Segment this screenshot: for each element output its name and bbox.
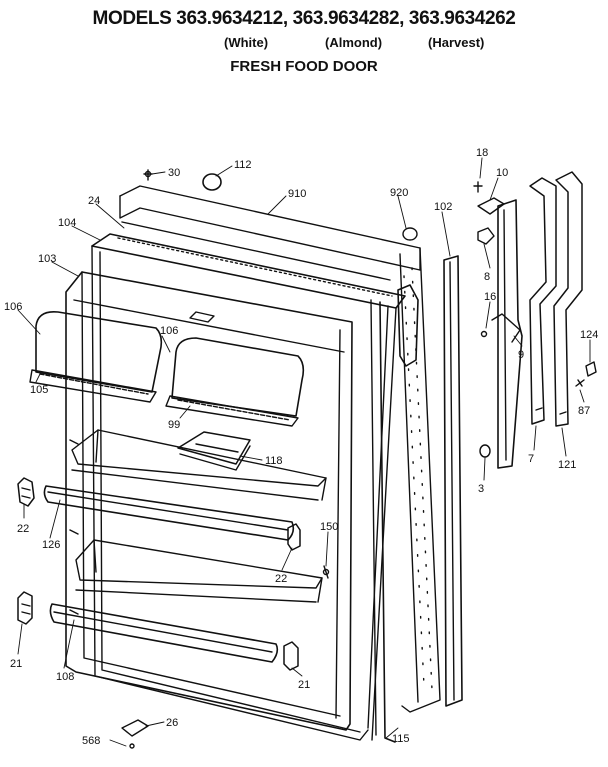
part-callouts: 30 112 910 920 24 104 103 106 106 105 99… — [4, 147, 598, 747]
callout-920: 920 — [390, 187, 408, 199]
callout-8: 8 — [484, 271, 490, 283]
callout-124: 124 — [580, 329, 598, 341]
callout-568: 568 — [82, 735, 100, 747]
callout-910: 910 — [288, 188, 306, 200]
hinge-pin-26 — [121, 719, 149, 749]
plug-3 — [479, 444, 491, 458]
variant-almond: (Almond) — [325, 35, 383, 50]
callout-21-right: 21 — [298, 679, 310, 691]
callout-18: 18 — [476, 147, 488, 159]
callout-121: 121 — [558, 459, 576, 471]
screw-87 — [575, 379, 585, 387]
handle-9 — [491, 199, 523, 469]
handle-trim-121 — [553, 171, 583, 427]
callout-7: 7 — [528, 453, 534, 465]
door-gasket-104 — [91, 233, 406, 743]
shelf-bar-126 — [43, 485, 295, 541]
callout-104: 104 — [58, 217, 76, 229]
callout-26: 26 — [166, 717, 178, 729]
shelf-bracket-22-left — [17, 477, 35, 507]
callout-16: 16 — [484, 291, 496, 303]
callout-126: 126 — [42, 539, 60, 551]
callout-22-left: 22 — [17, 523, 29, 535]
trim-strip-102 — [443, 255, 463, 707]
leader-lines — [17, 157, 591, 747]
egg-tray-118 — [177, 431, 251, 471]
dairy-door-106-right — [165, 337, 305, 427]
callout-24: 24 — [88, 195, 100, 207]
screw-16 — [480, 330, 488, 338]
diagram-title: MODELS 363.9634212, 363.9634282, 363.963… — [92, 8, 516, 29]
callout-103: 103 — [38, 253, 56, 265]
screw-30 — [143, 169, 153, 181]
callout-30: 30 — [168, 167, 180, 179]
handle-end-8 — [477, 227, 495, 245]
screw-18 — [473, 181, 483, 193]
callout-99: 99 — [168, 419, 180, 431]
callout-21-left: 21 — [10, 658, 22, 670]
outer-door-910 — [119, 185, 441, 713]
callout-112: 112 — [234, 159, 252, 171]
callout-10: 10 — [496, 167, 508, 179]
variant-harvest: (Harvest) — [428, 35, 485, 50]
shelf-bar-108 — [49, 603, 279, 663]
clip-124 — [585, 361, 597, 377]
callout-3: 3 — [478, 483, 484, 495]
plug-920 — [402, 227, 418, 241]
variant-white: (White) — [224, 35, 269, 50]
shelf-bracket-22-right — [287, 523, 301, 551]
shelf-bracket-21-right — [283, 641, 299, 671]
inner-door-liner-103 — [65, 271, 353, 731]
callout-102: 102 — [434, 201, 452, 213]
callout-9: 9 — [518, 349, 524, 361]
callout-115: 115 — [392, 733, 410, 745]
callout-105: 105 — [30, 384, 48, 396]
callout-106-left: 106 — [4, 301, 22, 313]
shelf-bracket-21-left — [17, 591, 33, 625]
dairy-door-106-left — [29, 310, 163, 403]
handle-cap-10 — [477, 197, 505, 215]
callout-150: 150 — [320, 521, 338, 533]
callout-108: 108 — [56, 671, 74, 683]
diagram-subtitle: FRESH FOOD DOOR — [230, 58, 378, 75]
handle-trim-7 — [529, 177, 557, 425]
callout-87: 87 — [578, 405, 590, 417]
callout-22-right: 22 — [275, 573, 287, 585]
callout-118: 118 — [265, 455, 283, 467]
screw-150 — [322, 565, 330, 579]
plug-112 — [202, 173, 222, 191]
callout-106-right: 106 — [160, 325, 178, 337]
